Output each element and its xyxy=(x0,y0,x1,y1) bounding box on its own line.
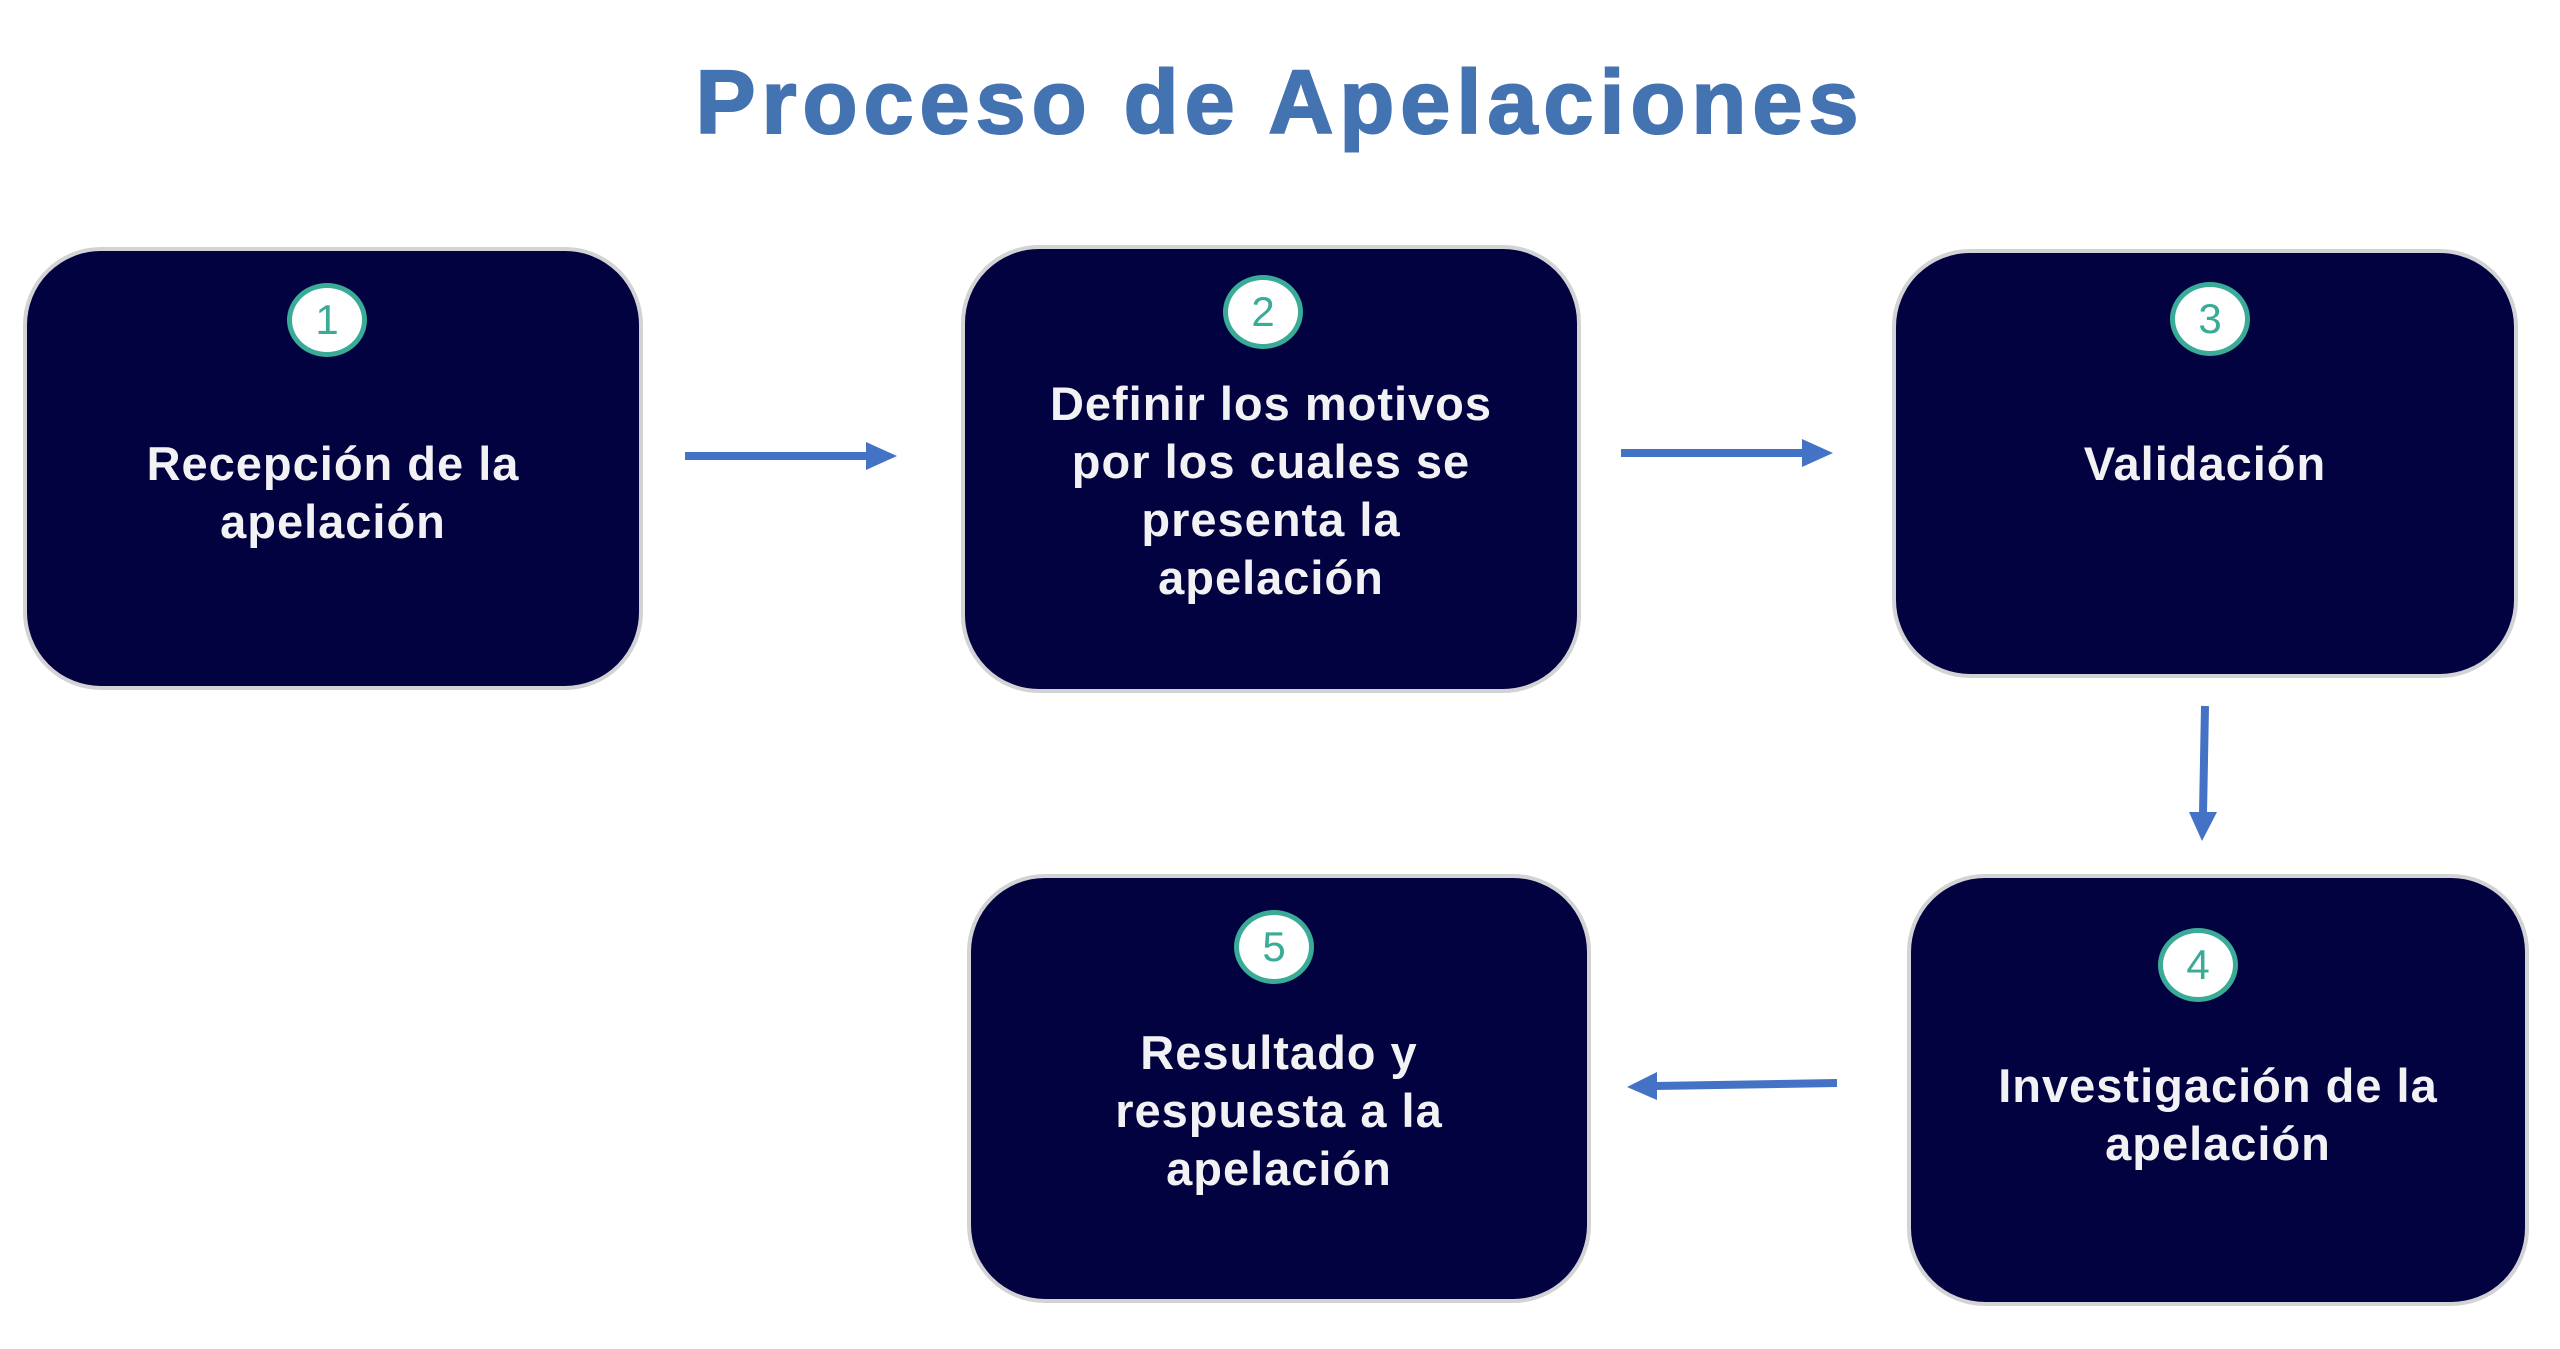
arrow-4-to-5 xyxy=(1627,1072,1838,1100)
step-number-badge-3: 3 xyxy=(2170,282,2250,356)
arrow-head-right-icon xyxy=(1802,439,1833,467)
arrow-shaft xyxy=(1654,1079,1838,1090)
page-title: Proceso de Apelaciones xyxy=(694,52,1865,154)
step-number-badge-5: 5 xyxy=(1234,910,1314,984)
step-number-badge-1: 1 xyxy=(287,283,367,357)
arrow-1-to-2 xyxy=(685,442,897,470)
arrow-shaft xyxy=(2199,705,2209,815)
arrow-head-right-icon xyxy=(866,442,897,470)
arrow-head-left-icon xyxy=(1627,1072,1657,1100)
step-label-4: Investigación de la apelación xyxy=(1998,1059,2438,1170)
arrow-2-to-3 xyxy=(1621,439,1833,467)
step-label-2: Definir los motivos por los cuales se pr… xyxy=(1049,377,1493,604)
step-number-badge-4: 4 xyxy=(2158,928,2238,1002)
step-label-5: Resultado y respuesta a la apelación xyxy=(1115,1026,1443,1195)
step-label-1: Recepción de la apelación xyxy=(146,437,520,548)
arrow-3-to-4 xyxy=(2189,705,2217,841)
arrow-head-down-icon xyxy=(2189,812,2217,841)
step-number-badge-2: 2 xyxy=(1223,275,1303,349)
step-label-3: Validación xyxy=(2083,437,2327,490)
